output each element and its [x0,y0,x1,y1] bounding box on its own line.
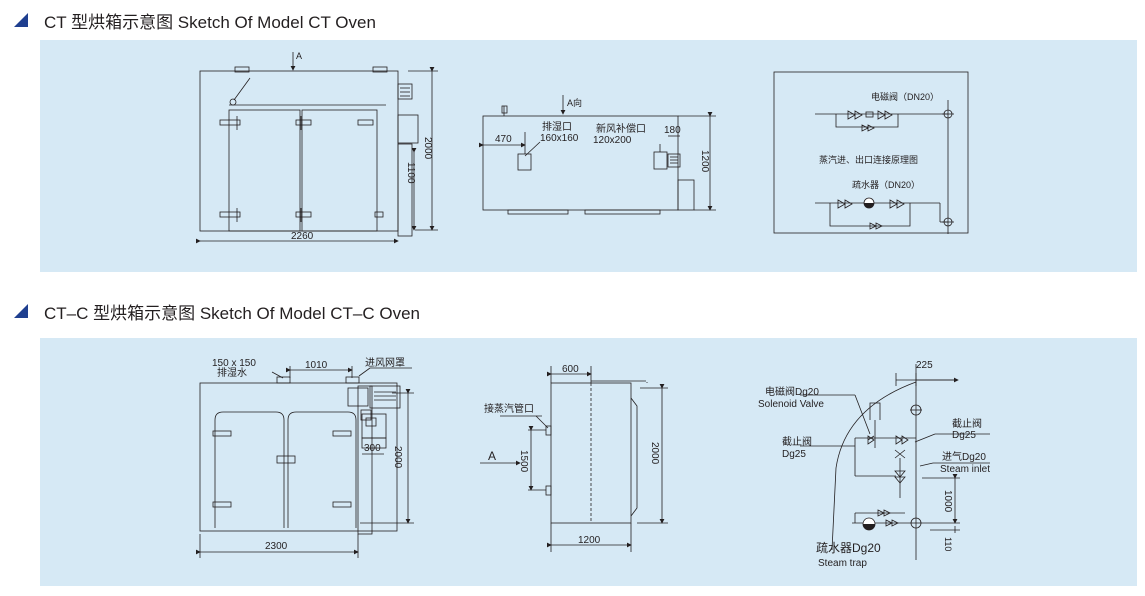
ctc-drain-label: 排湿水 [217,366,247,379]
ctc-side-height: 2000 [649,442,660,465]
ctc-piping-top-dim: 225 [916,360,933,371]
ct-front-height: 2000 [422,137,433,160]
ct-diagram-svg: A 2260 2000 1100 A向 470 排湿口 160x160 新风补偿… [196,51,969,244]
ct-steam-trap-label: 疏水器（DN20） [852,179,920,190]
ctc-steam-pipe-label: 接蒸汽管口 [484,402,534,415]
diagram-panel-ctc: 150 x 150 排湿水 1010 进风网罩 2300 2000 300 60… [40,338,1137,586]
ct-side-right-dim: 180 [664,125,681,136]
ct-front-view [196,52,438,244]
ctc-side-mid-dim: 1500 [518,450,529,473]
ct-exhaust-label: 排湿口 [542,120,572,133]
ctc-inlet-en: Steam inlet [940,464,990,475]
section-header-ctc: CT–C 型烘箱示意图 Sketch Of Model CT–C Oven [14,300,420,323]
ct-front-view-mark: A [296,51,302,61]
ctc-trap-en: Steam trap [818,558,867,569]
ctc-side-top-dim: 600 [562,364,579,375]
ctc-trap-cn: 疏水器Dg20 [816,540,881,555]
ctc-stop-valve-left-cn: 截止阀 [782,435,812,448]
ct-piping-view [773,71,969,234]
ctc-inlet-cn: 进气Dg20 [942,450,986,463]
ct-intake-size: 120x200 [593,135,632,146]
ctc-stop-valve-right-cn: 截止阀 [952,417,982,430]
section-header-ct: CT 型烘箱示意图 Sketch Of Model CT Oven [14,9,376,32]
ct-side-view-mark: A向 [567,97,582,108]
ct-intake-label: 新风补偿口 [596,122,646,135]
triangle-bullet-icon [14,13,28,27]
ct-connection-title: 蒸汽进、出口连接原理图 [819,154,918,165]
ctc-top-dim: 1010 [305,360,328,371]
section-title-ctc: CT–C 型烘箱示意图 Sketch Of Model CT–C Oven [44,303,420,323]
ctc-box-dim: 300 [364,443,381,454]
ctc-intake-label: 进风网罩 [365,357,405,369]
ct-front-width: 2260 [291,231,314,242]
ctc-hole-size: 150 x 150 [212,358,256,369]
ctc-side-view [480,366,668,552]
ctc-front-height: 2000 [392,446,403,469]
ct-side-offset: 470 [495,134,512,145]
ctc-front-width: 2300 [265,541,288,552]
ctc-diagram-svg: 150 x 150 排湿水 1010 进风网罩 2300 2000 300 60… [196,357,990,569]
triangle-bullet-icon [14,304,28,318]
diagram-panel-ct: A 2260 2000 1100 A向 470 排湿口 160x160 新风补偿… [40,40,1137,272]
ctc-stop-valve-left-size: Dg25 [782,449,806,460]
ctc-right-dim: 1000 [942,490,953,513]
ctc-stop-valve-right-size: Dg25 [952,430,976,441]
ctc-solenoid-cn: 电磁阀Dg20 [765,385,819,398]
ct-side-view [479,95,716,215]
ct-side-height: 1200 [699,150,710,173]
ctc-bottom-dim: 110 [943,537,953,551]
ctc-piping-view [800,364,990,560]
ctc-side-width: 1200 [578,535,601,546]
ct-solenoid-valve-label: 电磁阀（DN20） [871,91,939,102]
section-title-ct: CT 型烘箱示意图 Sketch Of Model CT Oven [44,12,376,32]
ctc-front-view [196,366,414,558]
ct-front-sub-height: 1100 [405,162,416,184]
ct-exhaust-size: 160x160 [540,133,579,144]
ctc-solenoid-en: Solenoid Valve [758,399,824,410]
ctc-side-view-mark: A [488,449,496,463]
